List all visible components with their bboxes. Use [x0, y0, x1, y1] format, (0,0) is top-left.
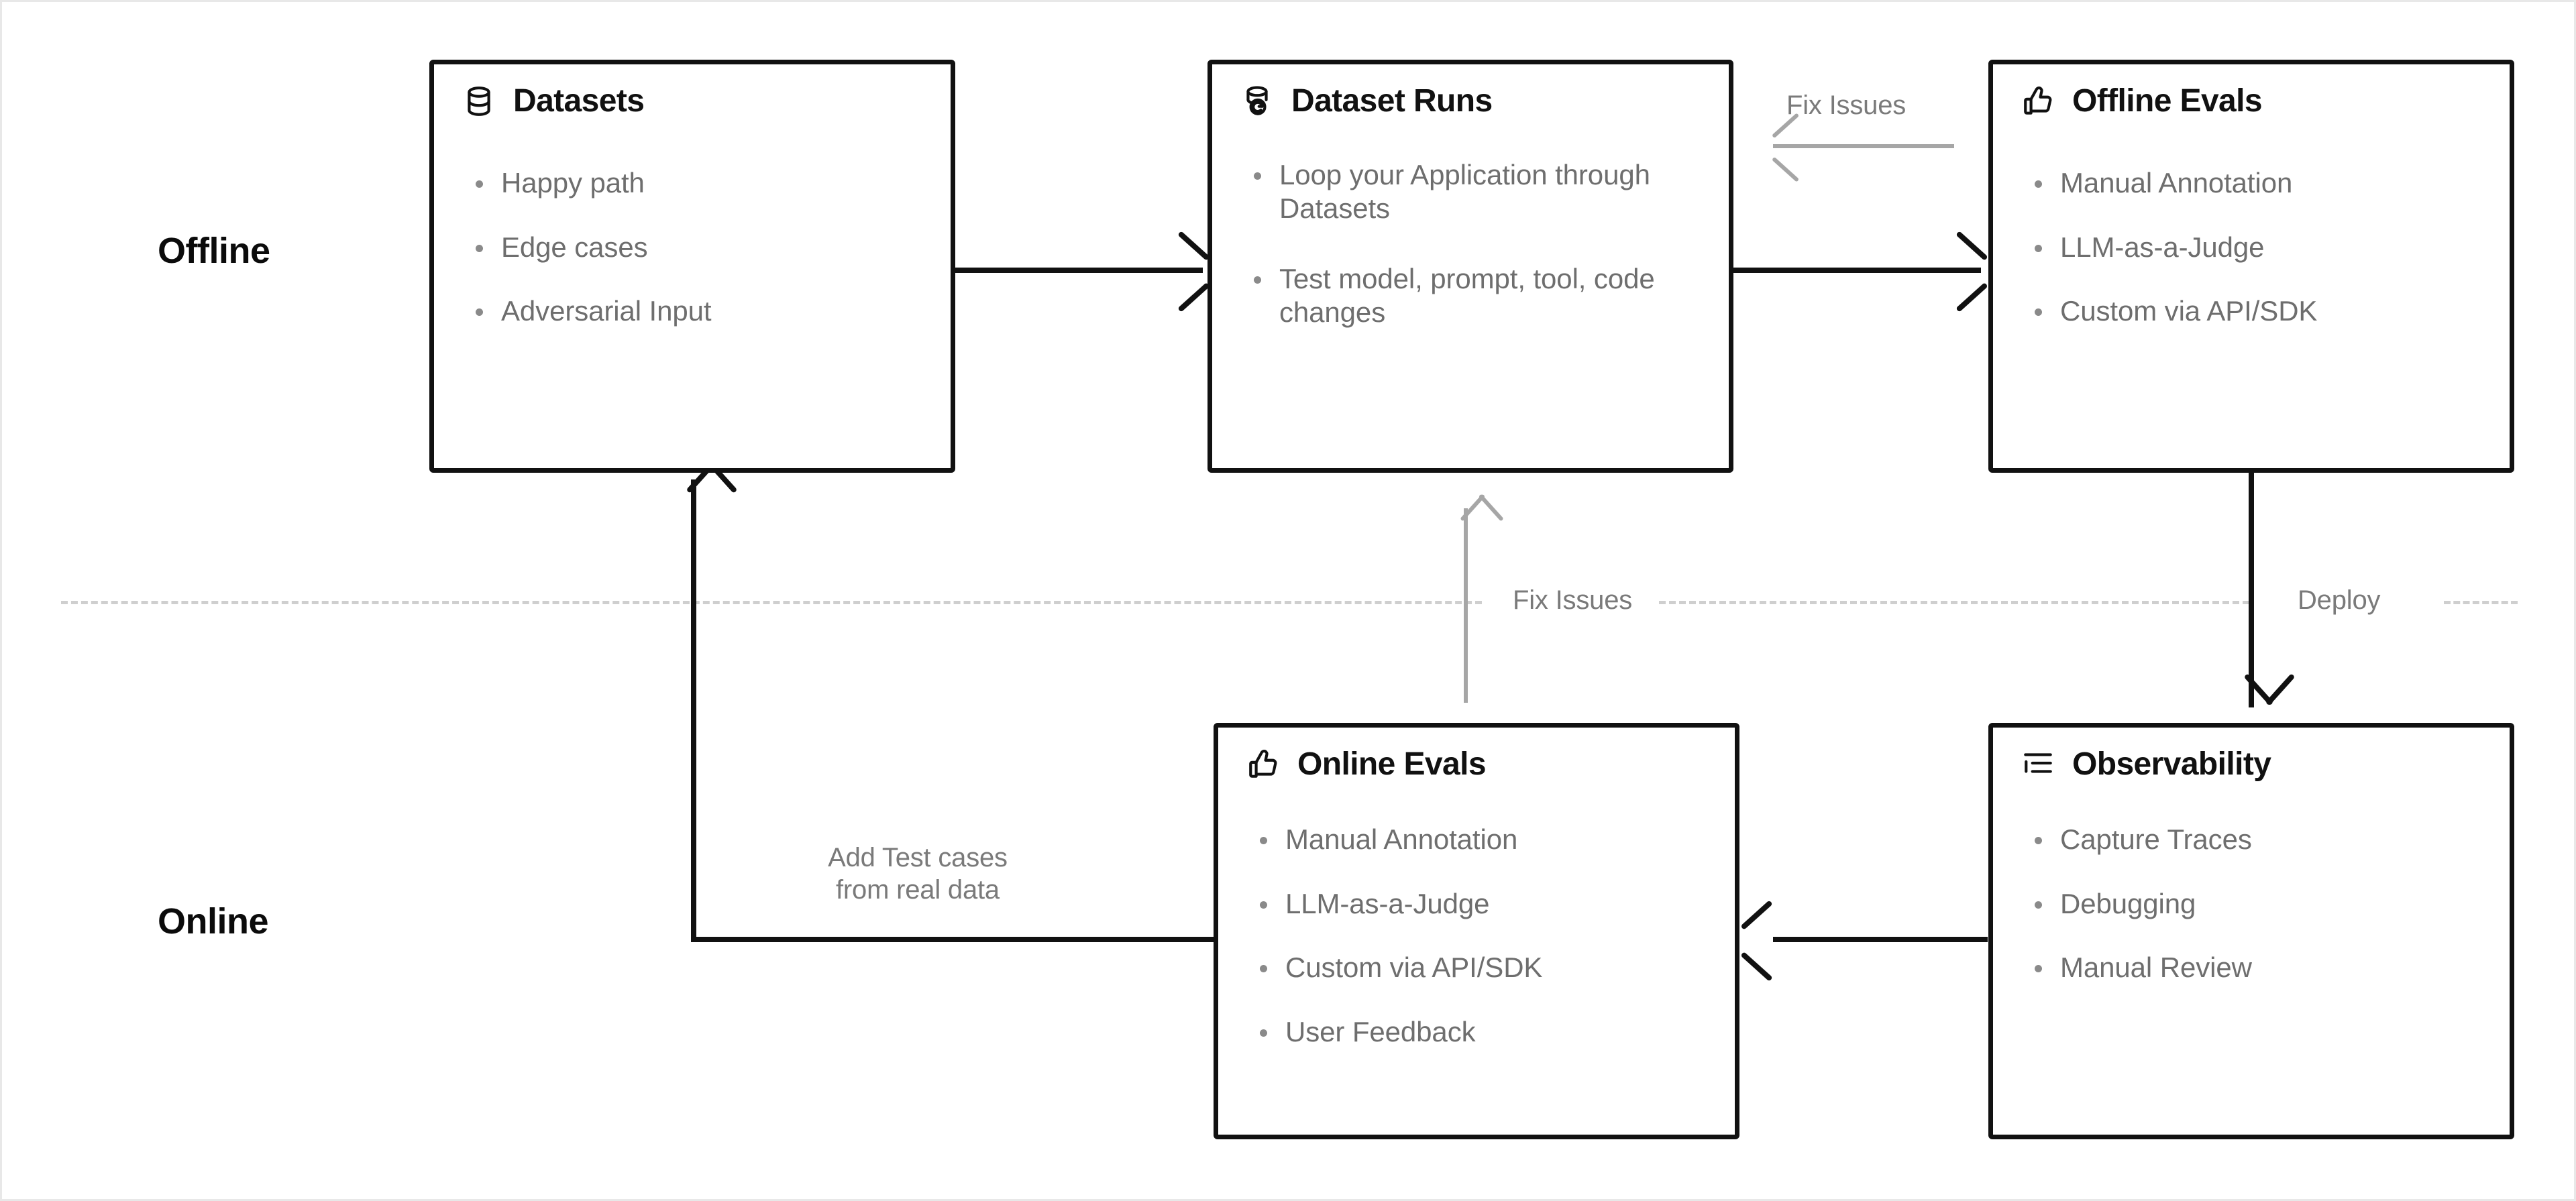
bullet-item: Capture Traces [2028, 823, 2487, 856]
lane-divider-left [61, 601, 1482, 604]
bullet-item: Happy path [469, 166, 928, 200]
edge-observability-to-online-evals-line [1773, 937, 1988, 942]
node-header-dataset-runs: Dataset Runs [1240, 84, 1493, 118]
database-icon [468, 87, 490, 116]
node-bullets-observability: Capture Traces Debugging Manual Review [2028, 823, 2487, 984]
edge-add-test-cases-vertical [691, 479, 696, 942]
edge-offline-evals-fix-issues-line [1773, 144, 1954, 148]
node-header-online-evals: Online Evals [1246, 746, 1487, 782]
edge-datasets-to-dataset-runs-line [953, 268, 1203, 273]
node-bullets-datasets: Happy path Edge cases Adversarial Input [469, 166, 928, 328]
lane-divider-right [2444, 601, 2518, 604]
edge-add-test-cases-horizontal [691, 937, 1214, 942]
node-card-dataset-runs[interactable]: Dataset Runs Loop your Application throu… [1208, 60, 1733, 473]
node-header-offline-evals: Offline Evals [2021, 83, 2263, 119]
node-title-datasets: Datasets [513, 83, 645, 119]
node-title-online-evals: Online Evals [1297, 746, 1487, 782]
bullet-item: Manual Review [2028, 951, 2487, 984]
node-title-dataset-runs: Dataset Runs [1291, 83, 1493, 119]
lane-label-offline: Offline [158, 231, 270, 271]
bullet-item: LLM-as-a-Judge [2028, 231, 2487, 264]
bullet-item: Edge cases [469, 231, 928, 264]
node-title-observability: Observability [2072, 746, 2271, 782]
bullet-item: Debugging [2028, 887, 2487, 921]
node-title-offline-evals: Offline Evals [2072, 83, 2263, 119]
edge-label-add-test-cases: Add Test cases from real data [828, 843, 1008, 905]
bullet-item: Manual Annotation [2028, 166, 2487, 200]
bullet-item: Adversarial Input [469, 294, 928, 328]
bullet-item: LLM-as-a-Judge [1253, 887, 1712, 921]
database-refresh-icon [1246, 86, 1268, 115]
node-header-observability: Observability [2021, 748, 2271, 781]
bullet-item: Loop your Application through Datasets [1247, 158, 1688, 225]
node-bullets-online-evals: Manual Annotation LLM-as-a-Judge Custom … [1253, 823, 1712, 1048]
thumbs-up-icon [1249, 750, 1277, 778]
bullet-item: Manual Annotation [1253, 823, 1712, 856]
lane-label-online: Online [158, 901, 269, 941]
bullet-item: Test model, prompt, tool, code changes [1247, 262, 1688, 329]
node-card-online-evals[interactable]: Online Evals Manual Annotation LLM-as-a-… [1214, 723, 1739, 1139]
node-bullets-offline-evals: Manual Annotation LLM-as-a-Judge Custom … [2028, 166, 2487, 328]
divider-label-deploy: Deploy [2286, 584, 2393, 616]
edge-deploy-line [2249, 471, 2254, 707]
node-card-observability[interactable]: Observability Capture Traces Debugging M… [1988, 723, 2514, 1139]
bullet-item: Custom via API/SDK [1253, 951, 1712, 984]
node-header-datasets: Datasets [462, 83, 645, 119]
bullet-item: Custom via API/SDK [2028, 294, 2487, 328]
edge-online-fix-issues-line [1464, 508, 1468, 703]
node-card-datasets[interactable]: Datasets Happy path Edge cases Adversari… [429, 60, 955, 473]
divider-label-fix-issues: Fix Issues [1501, 584, 1645, 616]
edge-dataset-runs-to-offline-evals-line [1731, 268, 1981, 273]
lane-divider-middle [1659, 601, 2249, 604]
thumbs-up-icon [2024, 87, 2052, 115]
edge-label-fix-issues-top: Fix Issues [1786, 91, 1907, 120]
list-tree-icon [2024, 753, 2052, 773]
bullet-item: User Feedback [1253, 1015, 1712, 1049]
node-card-offline-evals[interactable]: Offline Evals Manual Annotation LLM-as-a… [1988, 60, 2514, 473]
node-bullets-dataset-runs: Loop your Application through Datasets T… [1247, 158, 1688, 329]
